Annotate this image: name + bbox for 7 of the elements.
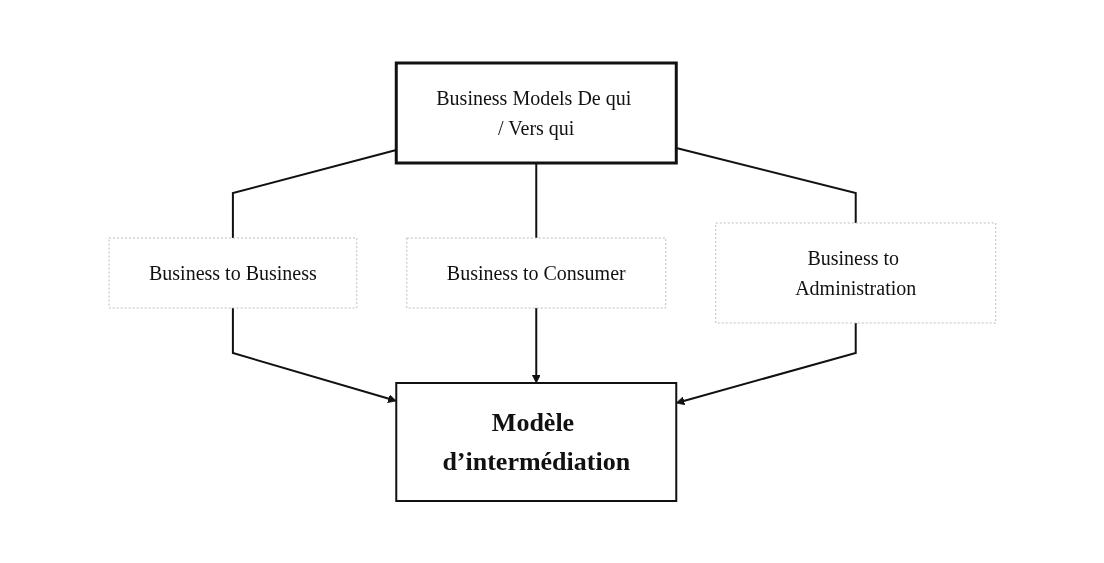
node-box: Business to Administration [714,222,996,323]
node-box: Business to Consumer [405,237,666,308]
node-box: Modèle d’intermédiation [394,381,677,502]
node-box: Business to Business [108,237,357,308]
arrow [675,321,857,405]
node-box: Business Models De qui / Vers qui [394,61,678,164]
arrow [531,306,541,383]
